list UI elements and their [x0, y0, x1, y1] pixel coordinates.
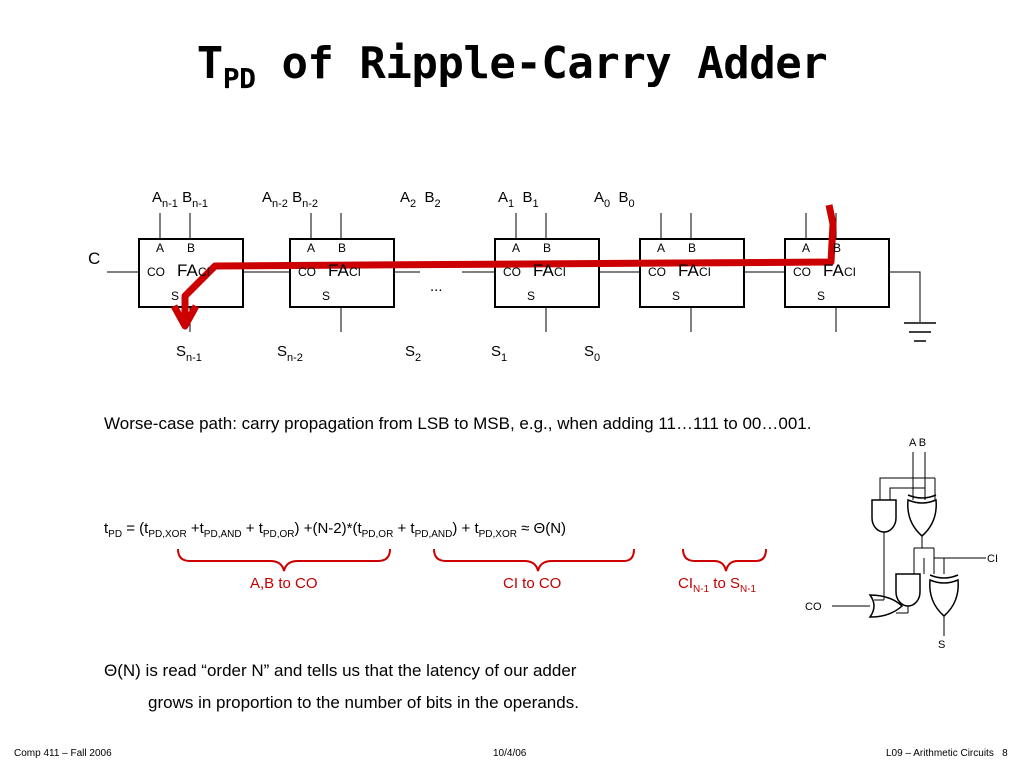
footer-left: Comp 411 – Fall 2006 — [14, 748, 112, 759]
fa-box-2 — [289, 238, 395, 308]
carry-out-label: C — [88, 249, 101, 268]
brace-1 — [177, 548, 391, 572]
gate-ci-label: CI — [987, 553, 998, 565]
gate-co-label: CO — [805, 601, 822, 613]
input-label-bit-1: A1 B1 — [498, 189, 539, 210]
footer-right: L09 – Arithmetic Circuits 8 — [886, 748, 1008, 759]
title-subscript: PD — [222, 62, 256, 95]
delay-equation: tPD = (tPD,XOR +tPD,AND + tPD,OR) +(N-2)… — [104, 520, 567, 540]
brace-label-ab-to-co: A,B to CO — [250, 575, 318, 592]
sum-label-0: S0 — [584, 343, 601, 364]
title-rest: of Ripple-Carry Adder — [255, 38, 828, 89]
input-label-bit-n-1: An-1 Bn-1 — [152, 189, 209, 210]
theta-line-2: grows in proportion to the number of bit… — [148, 693, 579, 712]
brace-3 — [682, 548, 767, 572]
footer-center: 10/4/06 — [493, 748, 527, 759]
fa-box-5 — [784, 238, 890, 308]
theta-line-1: Θ(N) is read “order N” and tells us that… — [104, 661, 577, 680]
ellipsis: ... — [430, 278, 443, 295]
gate-ab-label: A B — [909, 437, 927, 449]
fa-box-4 — [639, 238, 745, 308]
brace-label-ci-to-s: CIN-1 to SN-1 — [678, 575, 757, 595]
sum-label-n-1: Sn-1 — [176, 343, 202, 364]
brace-label-ci-to-co: CI to CO — [503, 575, 562, 592]
gate-level-diagram — [832, 452, 986, 636]
sum-label-2: S2 — [405, 343, 422, 364]
critical-path — [181, 204, 837, 322]
gate-s-label: S — [938, 639, 946, 651]
fa-box-1 — [138, 238, 244, 308]
fa-box-3 — [494, 238, 600, 308]
input-label-bit-2: A2 B2 — [400, 189, 441, 210]
slide-title: TPD of Ripple-Carry Adder — [0, 34, 1024, 109]
brace-2 — [433, 548, 635, 572]
sum-label-n-2: Sn-2 — [277, 343, 303, 364]
input-label-bit-n-2: An-2 Bn-2 — [262, 189, 319, 210]
input-label-bit-0: A0 B0 — [594, 189, 635, 210]
title-main: T — [196, 38, 224, 89]
sum-label-1: S1 — [491, 343, 508, 364]
worst-case-text: Worse-case path: carry propagation from … — [104, 414, 812, 433]
